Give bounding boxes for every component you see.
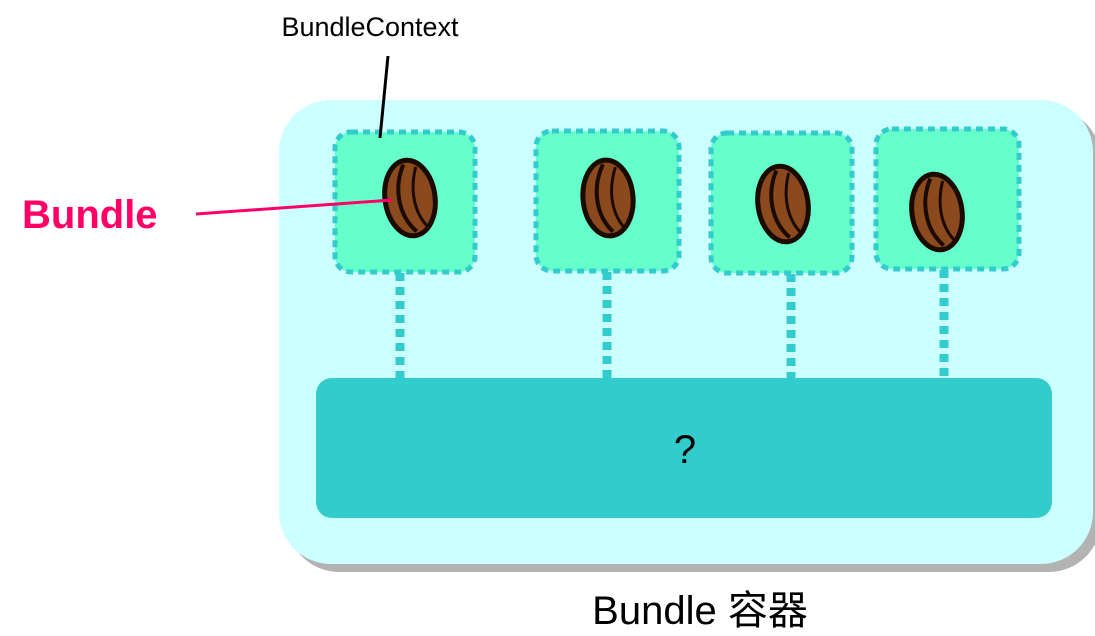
bundle-box-2 <box>533 128 682 274</box>
container-label: Bundle 容器 <box>592 589 808 633</box>
bundle-box-4 <box>873 126 1022 272</box>
bundle-label: Bundle <box>22 193 158 237</box>
unknown-label: ? <box>673 428 697 472</box>
bundle-pointer-line <box>195 198 393 216</box>
context-pointer-line <box>378 55 390 139</box>
bundle-box-1 <box>332 129 478 275</box>
bundle-context-label: BundleContext <box>281 12 459 42</box>
dotted-connectors <box>395 270 949 380</box>
bundle-box-3 <box>708 130 855 276</box>
unknown-bar <box>316 378 1052 518</box>
